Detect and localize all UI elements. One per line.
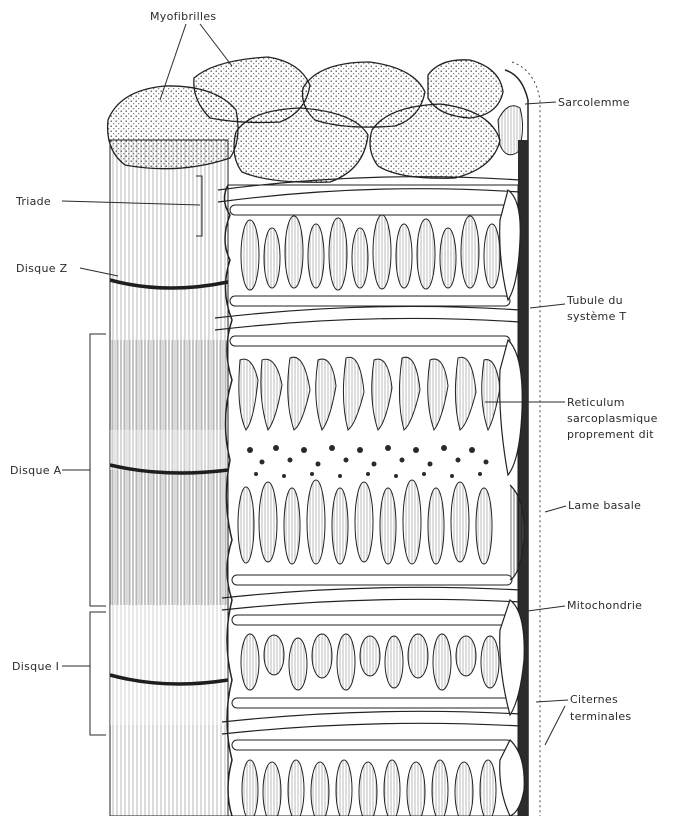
label-disque-z: Disque Z	[16, 262, 68, 275]
label-disque-i: Disque I	[12, 660, 59, 673]
label-citernes-line1: Citernes	[570, 693, 618, 706]
label-citernes-line2: terminales	[570, 710, 631, 723]
myofibril-column	[108, 86, 238, 816]
label-sarcolemme: Sarcolemme	[558, 96, 630, 109]
label-reticulum-line2: sarcoplasmique	[567, 412, 658, 425]
label-mitochondrie: Mitochondrie	[567, 599, 642, 612]
label-lame-basale: Lame basale	[568, 499, 641, 512]
label-tubule-line1: Tubule du	[566, 294, 623, 307]
label-tubule-line2: système T	[567, 310, 626, 323]
label-reticulum-line1: Reticulum	[567, 396, 625, 409]
myofibril-bundle	[194, 57, 523, 182]
label-disque-a: Disque A	[10, 464, 62, 477]
label-triade: Triade	[15, 195, 51, 208]
label-myofibrilles: Myofibrilles	[150, 10, 216, 23]
reticulum-region	[215, 177, 524, 816]
label-reticulum-line3: proprement dit	[567, 428, 654, 441]
